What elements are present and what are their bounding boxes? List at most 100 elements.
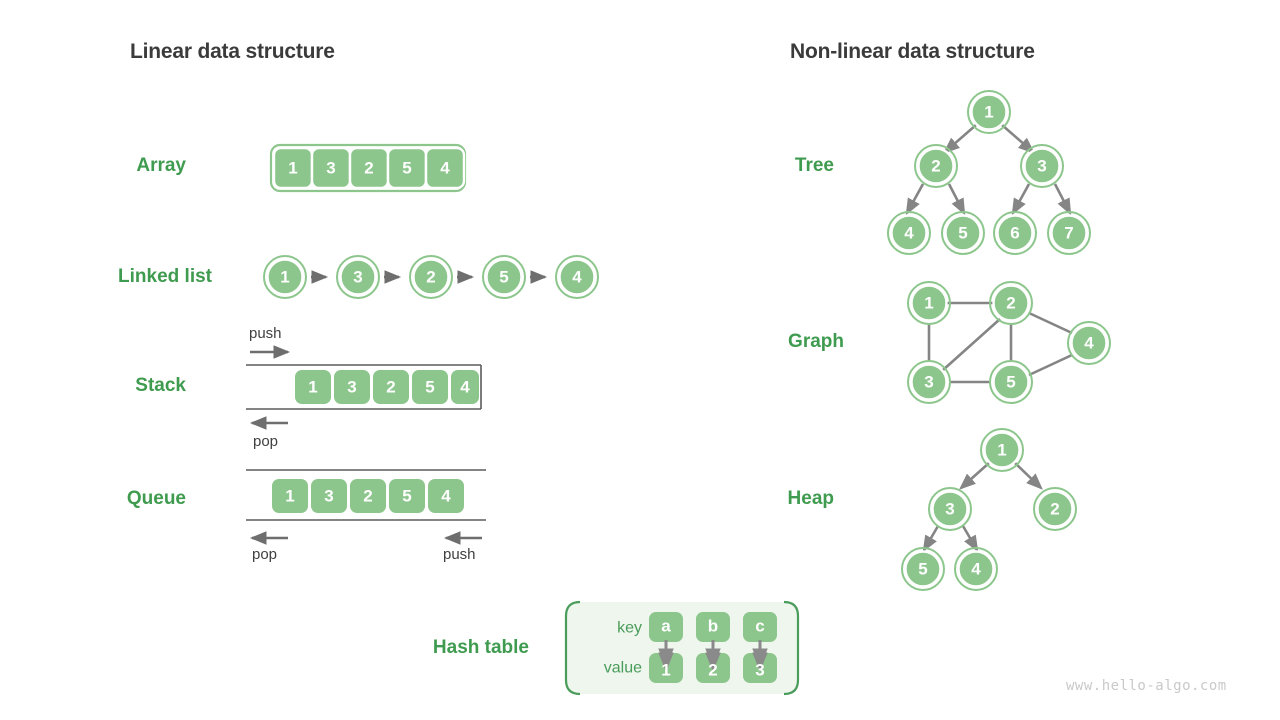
node-value: 2: [1050, 500, 1059, 519]
hash-key-cell: [649, 612, 683, 642]
hash-key-value: c: [755, 617, 764, 636]
hash-cell-texts: a b c 1 2 3: [661, 617, 764, 680]
stack-cell-value: 4: [460, 378, 470, 397]
heap-diagram: 1 3 2 5 4: [895, 422, 1095, 602]
queue-cells: 1 3 2 5 4: [272, 479, 464, 513]
stack-cell-value: 5: [425, 378, 434, 397]
tree-edge: [1053, 183, 1072, 216]
queue-cell: [389, 479, 425, 513]
queue-cell: [311, 479, 347, 513]
label-tree: Tree: [794, 155, 834, 176]
node-value: 2: [426, 268, 435, 287]
hash-key-cells: [649, 612, 777, 642]
tree-edge: [905, 183, 925, 216]
graph-node: 1: [907, 281, 951, 325]
right-column-heading: Non-linear data structure: [790, 40, 1035, 63]
label-stack: Stack: [135, 375, 186, 396]
stack-cells: 1 3 2 5 4: [295, 370, 479, 404]
tree-node: 1: [967, 90, 1011, 134]
queue-cell: [350, 479, 386, 513]
list-node: 5: [482, 255, 526, 299]
node-value: 4: [572, 268, 582, 287]
node-value: 3: [1037, 157, 1046, 176]
hash-value-value: 2: [708, 661, 717, 680]
heap-edges: [922, 462, 1043, 553]
stack-cell-value: 2: [386, 378, 395, 397]
node-value: 3: [924, 373, 933, 392]
queue-cell-value: 3: [324, 487, 333, 506]
tree-node: 6: [993, 211, 1037, 255]
node-value: 1: [280, 268, 289, 287]
array-cells: 1 3 2 5 4: [272, 146, 466, 190]
node-value: 5: [1006, 373, 1015, 392]
node-value: 4: [904, 224, 914, 243]
node-value: 3: [353, 268, 362, 287]
queue-diagram: 1 3 2 5 4: [246, 468, 494, 548]
label-linked-list: Linked list: [118, 266, 212, 287]
heap-nodes: 1 3 2 5 4: [901, 428, 1077, 591]
graph-node: 4: [1067, 321, 1111, 365]
linked-list-nodes: 1 3 2 5 4: [263, 255, 599, 299]
node-value: 1: [997, 441, 1006, 460]
hash-panel-background: [566, 602, 798, 694]
tree-node: 7: [1047, 211, 1091, 255]
label-hash-table: Hash table: [432, 637, 529, 658]
graph-edge: [1028, 353, 1073, 377]
node-value: 3: [945, 500, 954, 519]
queue-cell-value: 4: [441, 487, 451, 506]
graph-edge: [942, 318, 1001, 371]
node-value: 2: [931, 157, 940, 176]
left-column-heading: Linear data structure: [130, 40, 335, 63]
array-cell-value: 3: [326, 159, 335, 178]
stack-cell: [451, 370, 479, 404]
hash-value-value: 3: [755, 661, 764, 680]
hash-table-diagram: key value a b c 1: [560, 600, 806, 696]
hash-key-cell: [743, 612, 777, 642]
graph-edge: [1028, 311, 1073, 335]
tree-edge: [1001, 124, 1035, 154]
node-value: 1: [924, 294, 933, 313]
tree-diagram: 1 2 3 4 5: [875, 85, 1110, 265]
heap-edge: [959, 462, 990, 490]
heap-node: 3: [928, 487, 972, 531]
queue-cell-value: 1: [285, 487, 294, 506]
queue-cell-value: 2: [363, 487, 372, 506]
stack-push-label: push: [249, 325, 282, 342]
stack-cell: [373, 370, 409, 404]
tree-edges: [905, 124, 1072, 216]
tree-edge: [943, 124, 977, 154]
hash-left-bracket: [564, 600, 581, 696]
array-cell-value: 1: [288, 159, 297, 178]
watermark: www.hello-algo.com: [1066, 678, 1227, 694]
stack-cell: [295, 370, 331, 404]
tree-nodes: 1 2 3 4 5: [887, 90, 1091, 255]
heap-edge: [922, 525, 940, 553]
heap-edge: [961, 525, 979, 553]
hash-key-value: b: [708, 617, 718, 636]
array-cell-value: 5: [402, 159, 411, 178]
tree-node: 5: [941, 211, 985, 255]
node-value: 6: [1010, 224, 1019, 243]
array-diagram: 1 3 2 5 4: [266, 140, 486, 196]
tree-edge: [1011, 183, 1031, 216]
label-array: Array: [136, 155, 186, 176]
queue-cell: [272, 479, 308, 513]
queue-push-label: push: [443, 546, 476, 563]
label-graph: Graph: [788, 331, 844, 352]
array-cell-value: 2: [364, 159, 373, 178]
node-value: 1: [984, 103, 993, 122]
node-value: 4: [971, 560, 981, 579]
node-value: 2: [1006, 294, 1015, 313]
heap-node: 4: [954, 547, 998, 591]
tree-edge: [947, 183, 966, 216]
hash-key-cell: [696, 612, 730, 642]
heap-node: 1: [980, 428, 1024, 472]
label-queue: Queue: [126, 488, 186, 509]
graph-diagram: 1 2 3 4 5: [895, 275, 1125, 410]
list-node: 3: [336, 255, 380, 299]
tree-node: 3: [1020, 144, 1064, 188]
stack-cell-value: 3: [347, 378, 356, 397]
hash-key-label: key: [617, 620, 642, 637]
stack-diagram: 1 3 2 5 4: [246, 344, 494, 430]
array-cell: [424, 146, 466, 190]
